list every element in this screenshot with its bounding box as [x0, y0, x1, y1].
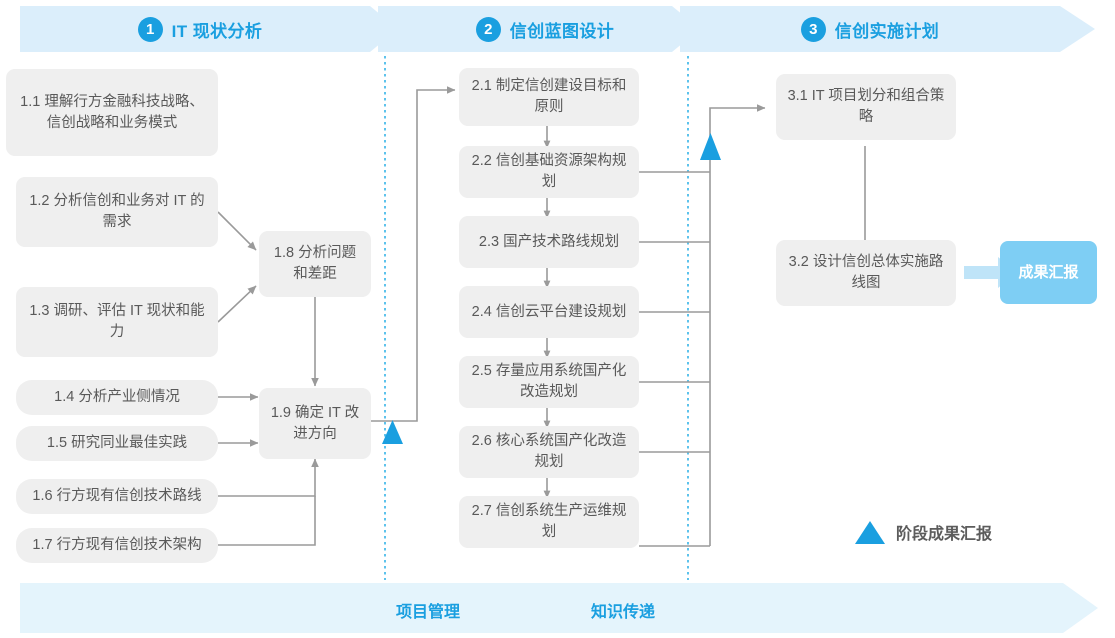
node-1-2[interactable]: 1.2 分析信创和业务对 IT 的需求 — [16, 177, 218, 247]
phase-title-label: 信创实施计划 — [834, 21, 940, 41]
stage-marker-phase1 — [382, 420, 403, 444]
phase-header-2: 2 信创蓝图设计 — [450, 6, 640, 52]
legend: 阶段成果汇报 — [855, 520, 992, 544]
node-2-2[interactable]: 2.2 信创基础资源架构规划 — [459, 146, 639, 198]
stage-marker-phase2 — [700, 133, 721, 160]
phase-header-1: 1 IT 现状分析 — [110, 6, 290, 52]
conn-17-19 — [218, 496, 316, 546]
phase-number-badge: 1 — [137, 16, 163, 42]
phase-number-badge: 3 — [800, 16, 826, 42]
node-1-7[interactable]: 1.7 行方现有信创技术架构 — [16, 528, 218, 563]
footer-band-label-knowledge-transfer: 知识传递 — [591, 604, 656, 621]
phase-number-badge: 2 — [475, 16, 501, 42]
phase-header-3: 3 信创实施计划 — [775, 6, 965, 52]
deliverable-box[interactable]: 成果汇报 — [1000, 241, 1097, 304]
conn-19-21 — [370, 86, 456, 422]
node-2-4[interactable]: 2.4 信创云平台建设规划 — [459, 286, 639, 338]
node-1-8[interactable]: 1.8 分析问题和差距 — [259, 231, 371, 297]
phase-title-label: IT 现状分析 — [171, 21, 263, 41]
footer-band — [20, 583, 1098, 633]
legend-label: 阶段成果汇报 — [896, 526, 993, 543]
phase-band-header — [20, 6, 1095, 52]
node-2-1[interactable]: 2.1 制定信创建设目标和原则 — [459, 68, 639, 126]
node-1-6[interactable]: 1.6 行方现有信创技术路线 — [16, 479, 218, 514]
conn-13-18 — [217, 285, 257, 323]
footer-band-label-project-management: 项目管理 — [396, 604, 461, 621]
conn-16-19 — [218, 458, 319, 497]
node-1-4[interactable]: 1.4 分析产业侧情况 — [16, 380, 218, 415]
node-2-7[interactable]: 2.7 信创系统生产运维规划 — [459, 496, 639, 548]
node-1-3[interactable]: 1.3 调研、评估 IT 现状和能力 — [16, 287, 218, 357]
node-2-6[interactable]: 2.6 核心系统国产化改造规划 — [459, 426, 639, 478]
phase-title-label: 信创蓝图设计 — [509, 21, 615, 41]
node-1-1[interactable]: 1.1 理解行方金融科技战略、信创战略和业务模式 — [6, 69, 218, 156]
node-2-5[interactable]: 2.5 存量应用系统国产化改造规划 — [459, 356, 639, 408]
conn-12-18 — [217, 211, 257, 251]
conn-bus-31 — [709, 104, 766, 546]
node-2-3[interactable]: 2.3 国产技术路线规划 — [459, 216, 639, 268]
node-3-2[interactable]: 3.2 设计信创总体实施路线图 — [776, 240, 956, 306]
node-1-5[interactable]: 1.5 研究同业最佳实践 — [16, 426, 218, 461]
node-1-9[interactable]: 1.9 确定 IT 改进方向 — [259, 388, 371, 459]
node-3-1[interactable]: 3.1 IT 项目划分和组合策略 — [776, 74, 956, 140]
triangle-marker-icon — [855, 520, 885, 544]
